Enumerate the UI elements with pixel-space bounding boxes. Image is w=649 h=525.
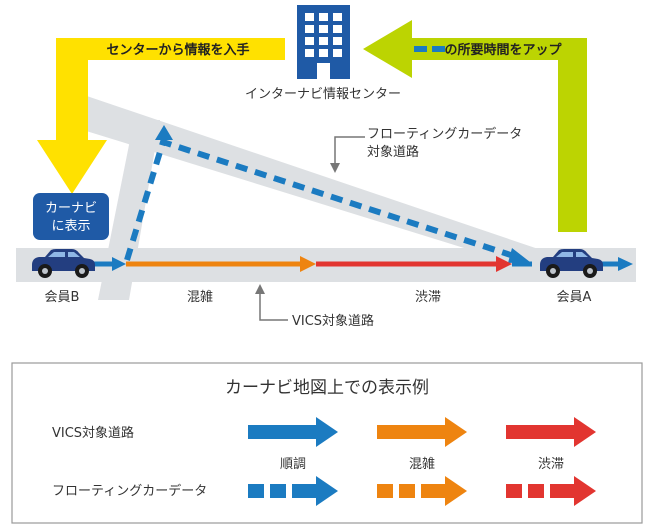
vics-label-pointer (259, 292, 288, 321)
carnavi-badge (33, 193, 109, 240)
yellow-info-arrow (37, 38, 285, 194)
legend-solid-smooth-arrow (248, 417, 338, 447)
member-a-label: 会員A (557, 290, 592, 305)
carnavi-badge-line1: カーナビ (45, 201, 97, 216)
floating-label-pointer (334, 136, 365, 165)
legend-dashed-congested-arrow (377, 476, 467, 506)
legend-title: カーナビ地図上での表示例 (225, 378, 429, 398)
legend-col-jam: 渋滞 (538, 457, 564, 472)
carnavi-badge-line2: に表示 (51, 219, 90, 234)
congestion-label: 混雑 (187, 289, 213, 305)
floating-dashed-route (124, 138, 521, 261)
building-label: インターナビ情報センター (245, 87, 401, 102)
floating-label-pointer-head (330, 163, 340, 173)
legend-dashed-smooth-arrow (248, 476, 338, 506)
dashed-route-arrowhead-up (155, 125, 173, 140)
legend-col-smooth: 順調 (280, 457, 306, 472)
right-arrow-text: の所要時間をアップ (444, 42, 562, 58)
jam-arrowhead (496, 256, 512, 272)
floating-road-label-line1: フローティングカーデータ (367, 126, 522, 142)
legend-col-congested: 混雑 (409, 456, 435, 472)
vics-road-label: VICS対象道路 (292, 313, 374, 329)
legend-row2-label: フローティングカーデータ (52, 483, 207, 499)
jam-label: 渋滞 (415, 290, 441, 305)
member-b-label: 会員B (45, 290, 80, 305)
legend-row1-label: VICS対象道路 (52, 425, 134, 441)
floating-car-road (75, 92, 562, 274)
vics-label-pointer-head (255, 284, 265, 294)
legend-solid-jam-arrow (506, 417, 596, 447)
congestion-arrowhead (300, 256, 316, 272)
dashed-route-arrowhead-end (508, 248, 530, 263)
legend-dashed-jam-arrow (506, 476, 596, 506)
info-center-building-icon (297, 5, 350, 79)
lime-upload-arrow (363, 20, 587, 232)
floating-road-label-line2: 対象道路 (367, 144, 419, 160)
lime-arrow-dash-1 (414, 46, 427, 52)
legend-solid-congested-arrow (377, 417, 467, 447)
main-blue-arrowhead-b (112, 257, 126, 271)
left-arrow-text: センターから情報を入手 (106, 42, 249, 58)
main-blue-arrowhead-a (618, 257, 633, 271)
lime-arrow-dash-2 (432, 46, 445, 52)
